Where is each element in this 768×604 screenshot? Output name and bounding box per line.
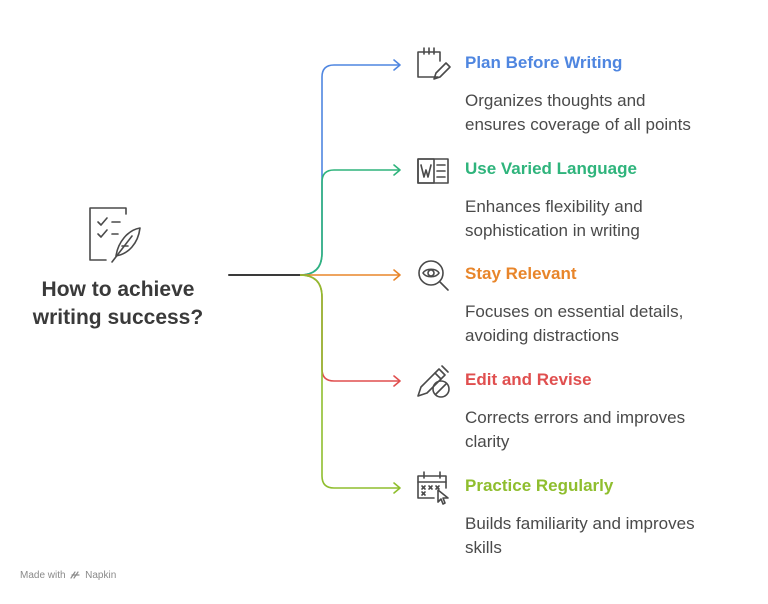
item-desc-line-2: avoiding distractions bbox=[465, 326, 620, 345]
item-desc-line-2: clarity bbox=[465, 432, 510, 451]
branch-line-language bbox=[299, 169, 400, 276]
item-desc-line-2: sophistication in writing bbox=[465, 221, 640, 240]
arrowhead-edit bbox=[393, 375, 401, 387]
item-desc-line-1: Builds familiarity and improves bbox=[465, 514, 695, 533]
branch-line-edit bbox=[299, 274, 400, 382]
item-title: Plan Before Writing bbox=[465, 53, 623, 72]
word-document-icon bbox=[417, 158, 449, 184]
central-topic-title: How to achieve writing success? bbox=[12, 276, 224, 332]
item-desc-line-2: skills bbox=[465, 538, 502, 557]
item-description: Organizes thoughts and ensures coverage … bbox=[465, 89, 750, 137]
arrowhead-plan bbox=[393, 59, 401, 71]
calendar-cursor-icon bbox=[417, 471, 449, 505]
item-title: Edit and Revise bbox=[465, 370, 592, 389]
arrowhead-relevant bbox=[393, 269, 401, 281]
napkin-logo-icon bbox=[70, 571, 80, 579]
item-description: Corrects errors and improves clarity bbox=[465, 406, 750, 454]
central-title-line-1: How to achieve bbox=[41, 278, 195, 301]
item-description: Builds familiarity and improves skills bbox=[465, 512, 750, 560]
arrowhead-practice bbox=[393, 482, 401, 494]
item-title: Stay Relevant bbox=[465, 264, 577, 283]
notepad-pen-icon bbox=[417, 47, 451, 80]
item-desc-line-2: ensures coverage of all points bbox=[465, 115, 691, 134]
item-desc-line-1: Enhances flexibility and bbox=[465, 197, 643, 216]
item-desc-line-1: Corrects errors and improves bbox=[465, 408, 686, 427]
item-title: Use Varied Language bbox=[465, 159, 637, 178]
napkin-brand-text: Napkin bbox=[85, 570, 117, 581]
item-desc-line-1: Focuses on essential details, bbox=[465, 302, 684, 321]
arrowhead-language bbox=[393, 164, 401, 176]
item-desc-line-1: Organizes thoughts and bbox=[465, 91, 646, 110]
central-title-line-2: writing success? bbox=[32, 306, 204, 329]
checklist-pen-icon bbox=[89, 207, 141, 263]
made-with-text: Made with bbox=[20, 570, 66, 581]
napkin-watermark: Made with Napkin bbox=[20, 570, 116, 581]
item-description: Focuses on essential details, avoiding d… bbox=[465, 300, 750, 348]
branch-line-practice bbox=[299, 274, 400, 489]
pencil-circle-icon bbox=[417, 365, 450, 398]
item-description: Enhances flexibility and sophistication … bbox=[465, 195, 750, 243]
eye-magnifier-icon bbox=[418, 260, 449, 291]
item-title: Practice Regularly bbox=[465, 476, 614, 495]
